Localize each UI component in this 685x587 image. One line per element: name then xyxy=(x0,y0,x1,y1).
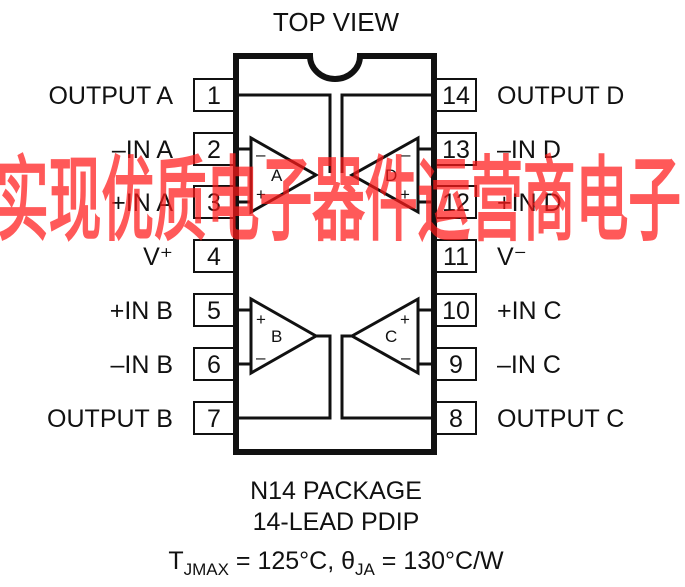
package-name: N14 PACKAGE xyxy=(250,477,422,505)
amplifier-b-symbol xyxy=(249,296,320,376)
amp-a-minus-sign: – xyxy=(256,145,266,164)
amplifier-a-label: A xyxy=(271,166,283,185)
pin-label-minus-in-c: –IN C xyxy=(497,351,561,379)
pin-number-10: 10 xyxy=(442,297,470,325)
pin-number-4: 4 xyxy=(207,243,221,271)
pin-label-v-minus: V⁻ xyxy=(497,243,527,271)
amp-c-minus-sign: – xyxy=(401,348,411,367)
pin-label-minus-in-b: –IN B xyxy=(110,351,173,379)
pin-box-3 xyxy=(193,185,235,219)
pin-number-13: 13 xyxy=(442,136,470,164)
pin-number-9: 9 xyxy=(449,351,463,379)
amp-d-minus-sign: – xyxy=(401,145,411,164)
amplifier-c-label: C xyxy=(385,327,397,346)
pin-box-11 xyxy=(435,239,477,273)
pin-number-8: 8 xyxy=(449,405,463,433)
amp-a-plus-sign: + xyxy=(256,185,266,204)
pin-box-2 xyxy=(193,132,235,166)
pin-label-output-d: OUTPUT D xyxy=(497,82,624,110)
pin-box-4 xyxy=(193,239,235,273)
package-type: 14-LEAD PDIP xyxy=(253,508,420,536)
amplifier-d-label: D xyxy=(385,166,397,185)
pin-box-6 xyxy=(193,347,235,381)
pin-label-output-b: OUTPUT B xyxy=(47,405,173,433)
pin-number-12: 12 xyxy=(442,189,470,217)
internal-wiring xyxy=(236,93,434,420)
pin-number-5: 5 xyxy=(207,297,221,325)
pin-box-8 xyxy=(435,401,477,435)
watermark-text: 实现优质电子器件运营商电子 xyxy=(0,147,681,254)
pin-number-1: 1 xyxy=(207,82,221,110)
pin-number-3: 3 xyxy=(207,189,221,217)
pin-label-v-plus: V⁺ xyxy=(143,243,173,271)
pin-label-minus-in-d: –IN D xyxy=(497,136,561,164)
amplifier-c-symbol xyxy=(348,296,420,376)
pin-label-output-c: OUTPUT C xyxy=(497,405,624,433)
amplifier-d-symbol xyxy=(348,135,420,215)
pin-label-minus-in-a: –IN A xyxy=(112,136,173,164)
pin-label-plus-in-b: +IN B xyxy=(110,297,173,325)
pin-label-output-a: OUTPUT A xyxy=(48,82,173,110)
pin-box-12 xyxy=(435,185,477,219)
thermal-spec: TJMAX = 125°C, θJA = 130°C/W xyxy=(168,547,504,579)
amp-b-minus-sign: – xyxy=(256,348,266,367)
pin-box-9 xyxy=(435,347,477,381)
top-view-title: TOP VIEW xyxy=(273,7,400,37)
package-outline xyxy=(233,53,437,455)
pin-box-14 xyxy=(435,78,477,112)
pin-label-plus-in-d: +IN D xyxy=(497,189,562,217)
pin-number-14: 14 xyxy=(442,82,470,110)
pin-number-7: 7 xyxy=(207,405,221,433)
pin-box-7 xyxy=(193,401,235,435)
pin-number-6: 6 xyxy=(207,351,221,379)
pin-number-11: 11 xyxy=(443,243,469,271)
pin-box-10 xyxy=(435,293,477,327)
pin-label-plus-in-a: +IN A xyxy=(111,189,173,217)
amp-c-plus-sign: + xyxy=(400,310,410,329)
amp-d-plus-sign: + xyxy=(400,185,410,204)
pin-box-13 xyxy=(435,132,477,166)
pin-box-5 xyxy=(193,293,235,327)
amplifier-a-symbol xyxy=(249,135,320,215)
pin-label-plus-in-c: +IN C xyxy=(497,297,562,325)
amp-b-plus-sign: + xyxy=(256,310,266,329)
amplifier-b-label: B xyxy=(271,327,282,346)
pin-number-2: 2 xyxy=(207,136,221,164)
pin-box-1 xyxy=(193,78,235,112)
